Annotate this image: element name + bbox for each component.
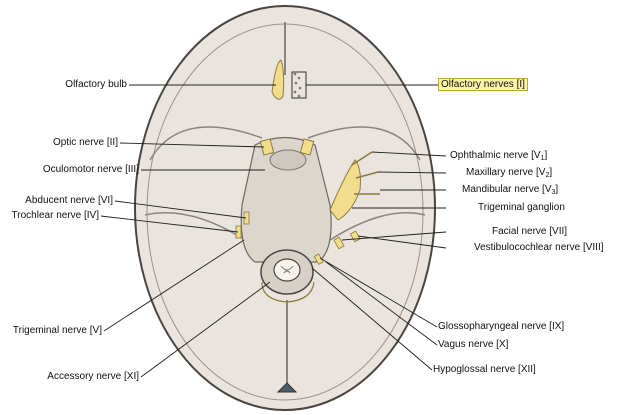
leader-glossopharyngeal — [319, 257, 438, 328]
leader-vagus — [325, 261, 438, 346]
label-trigeminal-ganglion: Trigeminal ganglion — [478, 202, 565, 213]
optic-nerve-left — [259, 138, 275, 156]
olfactory-bulb-shape — [271, 59, 285, 100]
label-facial-nerve: Facial nerve [VII] — [492, 226, 568, 237]
leader-accessory — [140, 281, 271, 378]
leader-optic — [119, 142, 265, 148]
label-abducent-nerve: Abducent nerve [VI] — [25, 195, 113, 206]
spinal-cord-grey-matter — [280, 265, 294, 274]
label-vagus-nerve: Vagus nerve [X] — [438, 339, 509, 350]
leader-trochlear — [100, 215, 239, 233]
trigeminal-branches — [351, 151, 380, 195]
olfactory-nerve-dots — [293, 72, 302, 98]
label-olfactory-bulb: Olfactory bulb — [65, 79, 127, 90]
petrous-ridge-right — [329, 212, 426, 241]
facial-stub-right — [333, 236, 345, 250]
label-optic-nerve: Optic nerve [II] — [52, 137, 118, 148]
label-glossopharyngeal-nerve: Glossopharyngeal nerve [IX] — [438, 321, 565, 332]
leader-facial — [341, 231, 447, 241]
leader-ophthalmic — [371, 151, 447, 157]
label-hypoglossal-nerve: Hypoglossal nerve [XII] — [433, 364, 536, 375]
label-trigeminal-nerve: Trigeminal nerve [V] — [12, 325, 102, 336]
label-ophthalmic-nerve: Ophthalmic nerve [V1] — [450, 150, 548, 162]
leader-lines — [100, 84, 447, 378]
label-mandibular-nerve: Mandibular nerve [V3] — [462, 184, 559, 196]
petrous-ridge-left — [144, 212, 246, 241]
trigeminal-ganglion-shape — [329, 159, 361, 221]
label-oculomotor-nerve: Oculomotor nerve [III] — [42, 164, 139, 175]
glosso-stub-right — [313, 253, 324, 265]
accessory-nerve-curve — [261, 281, 315, 303]
anterior-fossa-right — [307, 126, 421, 161]
olfactory-nerves-highlight: Olfactory nerves [I] — [438, 78, 528, 91]
leader-trigeminal — [103, 239, 245, 332]
label-trochlear-nerve: Trochlear nerve [IV] — [11, 210, 99, 221]
leader-maxillary — [377, 171, 447, 174]
optic-nerve-right — [299, 138, 315, 156]
anterior-fossa-left — [149, 126, 263, 161]
label-vestibulocochlear-nerve: Vestibulocochlear nerve [VIII] — [474, 242, 604, 253]
sella-clivus — [240, 136, 332, 263]
label-accessory-nerve: Accessory nerve [XI] — [47, 371, 139, 382]
label-olfactory-nerves: Olfactory nerves [I] — [438, 78, 528, 91]
leader-abducent — [114, 200, 247, 219]
internal-occipital-protuberance — [276, 382, 298, 393]
leader-hypoglossal — [311, 267, 433, 371]
hypophyseal-fossa — [269, 149, 307, 171]
label-maxillary-nerve: Maxillary nerve [V2] — [466, 167, 553, 179]
leader-vestibulocochlear — [357, 235, 447, 249]
